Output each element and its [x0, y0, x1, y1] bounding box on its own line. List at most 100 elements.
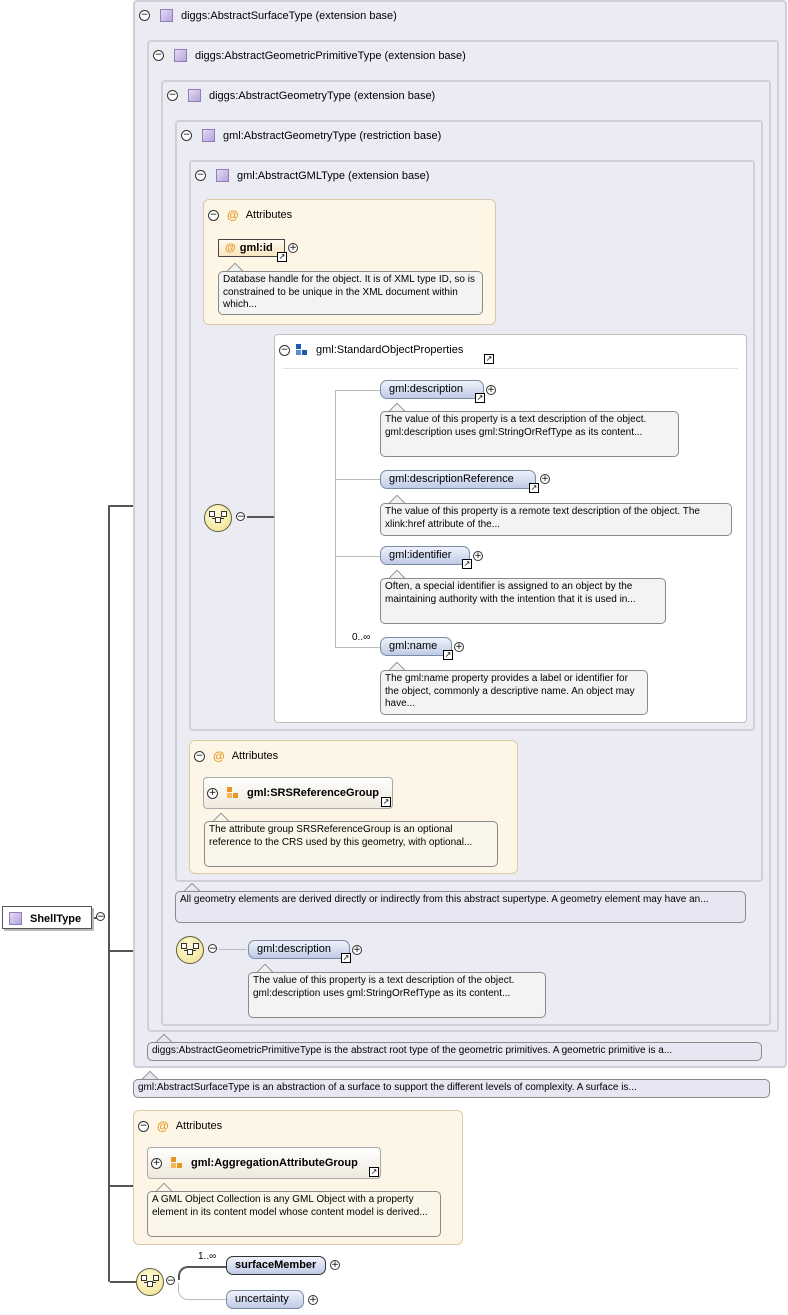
gml-geometry-type-label: gml:AbstractGeometryType (restriction ba…	[223, 129, 442, 142]
collapse-icon[interactable]: −	[194, 750, 205, 762]
gml-description-element[interactable]: gml:description	[380, 380, 484, 399]
expand-icon[interactable]: +	[454, 642, 464, 652]
gml-id-doc: Database handle for the object. It is of…	[218, 271, 483, 315]
gml-type-header[interactable]: − gml:AbstractGMLType (extension base)	[195, 169, 429, 182]
link-arrow-icon[interactable]: ↗	[484, 354, 494, 364]
link-arrow-icon[interactable]: ↗	[462, 559, 472, 569]
expand-icon[interactable]: +	[352, 945, 362, 955]
collapse-icon[interactable]: −	[138, 1120, 149, 1132]
surface-type-doc: gml:AbstractSurfaceType is an abstractio…	[133, 1079, 770, 1098]
sequence-connector	[219, 949, 247, 950]
choice-branch-line	[335, 479, 380, 480]
primitive-type-header[interactable]: − diggs:AbstractGeometricPrimitiveType (…	[153, 49, 466, 62]
complex-type-icon	[9, 912, 22, 925]
link-arrow-icon[interactable]: ↗	[369, 1167, 379, 1177]
attributes-header[interactable]: − @ Attributes	[138, 1119, 222, 1133]
attribute-icon: @	[225, 242, 236, 254]
diggs-geometry-type-label: diggs:AbstractGeometryType (extension ba…	[209, 89, 436, 102]
sequence-compositor-icon[interactable]	[176, 936, 204, 964]
aggregation-attribute-group-label: gml:AggregationAttributeGroup	[191, 1157, 358, 1169]
collapse-icon[interactable]: −	[139, 10, 150, 21]
collapse-icon[interactable]: −	[279, 344, 290, 356]
aggregation-attribute-group-doc: A GML Object Collection is any GML Objec…	[147, 1191, 441, 1237]
standard-object-properties-header[interactable]: − gml:StandardObjectProperties	[279, 344, 463, 356]
gml-geometry-type-header[interactable]: − gml:AbstractGeometryType (restriction …	[181, 129, 441, 142]
diggs-geometry-type-header[interactable]: − diggs:AbstractGeometryType (extension …	[167, 89, 435, 102]
choice-branch-line	[335, 556, 380, 557]
gml-id-attribute[interactable]: @gml:id	[218, 239, 285, 257]
gml-id-label: gml:id	[239, 242, 273, 254]
link-arrow-icon[interactable]: ↗	[381, 797, 391, 807]
sequence-connector	[247, 516, 287, 518]
aggregation-attribute-group[interactable]: + gml:AggregationAttributeGroup	[147, 1147, 381, 1179]
surface-member-element[interactable]: surfaceMember	[226, 1256, 326, 1275]
complex-type-icon	[160, 9, 173, 22]
diggs-description-element[interactable]: gml:description	[248, 940, 350, 959]
primitive-type-doc: diggs:AbstractGeometricPrimitiveType is …	[147, 1042, 762, 1061]
collapse-icon[interactable]: −	[236, 512, 245, 522]
complex-type-icon	[202, 129, 215, 142]
shell-type-node[interactable]: ShellType	[2, 906, 92, 929]
collapse-icon[interactable]: −	[181, 130, 192, 141]
gml-name-cardinality: 0..∞	[352, 632, 371, 643]
attributes-label: Attributes	[175, 1120, 223, 1132]
expand-icon[interactable]: +	[288, 243, 298, 253]
expand-icon[interactable]: +	[473, 551, 483, 561]
standard-object-properties-label: gml:StandardObjectProperties	[316, 344, 464, 356]
expand-icon[interactable]: +	[540, 474, 550, 484]
link-arrow-icon[interactable]: ↗	[475, 393, 485, 403]
expand-icon[interactable]: +	[207, 787, 218, 799]
complex-type-icon	[216, 169, 229, 182]
attribute-group-icon	[227, 787, 239, 799]
shell-sequence-branch	[178, 1266, 226, 1280]
expand-icon[interactable]: +	[308, 1295, 318, 1305]
choice-branch-line	[335, 390, 336, 648]
gml-name-doc: The gml:name property provides a label o…	[380, 670, 648, 715]
gml-geometry-type-doc: All geometry elements are derived direct…	[175, 891, 746, 923]
complex-type-icon	[174, 49, 187, 62]
gml-type-label: gml:AbstractGMLType (extension base)	[237, 169, 430, 182]
attributes-header[interactable]: − @ Attributes	[194, 749, 278, 763]
gml-name-element[interactable]: gml:name	[380, 637, 452, 656]
collapse-icon[interactable]: −	[195, 170, 206, 181]
link-arrow-icon[interactable]: ↗	[341, 953, 351, 963]
srs-reference-group-doc: The attribute group SRSReferenceGroup is…	[204, 821, 498, 867]
link-arrow-icon[interactable]: ↗	[277, 252, 287, 262]
surface-member-cardinality: 1..∞	[198, 1251, 217, 1262]
collapse-icon[interactable]: −	[208, 209, 219, 221]
attributes-header[interactable]: − @ Attributes	[208, 208, 292, 222]
gml-description-reference-doc: The value of this property is a remote t…	[380, 503, 732, 536]
expand-icon[interactable]: +	[486, 385, 496, 395]
gml-description-doc: The value of this property is a text des…	[380, 411, 679, 457]
gml-description-reference-element[interactable]: gml:descriptionReference	[380, 470, 536, 489]
gml-identifier-element[interactable]: gml:identifier	[380, 546, 470, 565]
gml-identifier-doc: Often, a special identifier is assigned …	[380, 578, 666, 624]
shell-type-label: ShellType	[30, 912, 82, 925]
primitive-type-label: diggs:AbstractGeometricPrimitiveType (ex…	[195, 49, 466, 62]
collapse-icon[interactable]: −	[96, 912, 105, 922]
branch-shell-sequence	[110, 1281, 138, 1283]
link-arrow-icon[interactable]: ↗	[529, 483, 539, 493]
attribute-icon: @	[213, 749, 225, 763]
sequence-compositor-icon[interactable]	[136, 1268, 164, 1296]
root-trunk	[108, 505, 110, 1282]
expand-icon[interactable]: +	[330, 1260, 340, 1270]
attribute-group-icon	[171, 1157, 183, 1169]
choice-branch-line	[335, 390, 380, 391]
uncertainty-element[interactable]: uncertainty	[226, 1290, 304, 1309]
choice-branch-line	[335, 647, 380, 648]
branch-attributes	[110, 1185, 138, 1187]
srs-reference-group[interactable]: + gml:SRSReferenceGroup	[203, 777, 393, 809]
surface-type-label: diggs:AbstractSurfaceType (extension bas…	[181, 9, 397, 22]
diggs-description-doc: The value of this property is a text des…	[248, 972, 546, 1018]
sequence-compositor-icon[interactable]	[204, 504, 232, 532]
collapse-icon[interactable]: −	[208, 944, 217, 954]
expand-icon[interactable]: +	[151, 1157, 162, 1169]
collapse-icon[interactable]: −	[166, 1276, 175, 1286]
link-arrow-icon[interactable]: ↗	[443, 650, 453, 660]
element-group-icon	[296, 344, 308, 356]
attribute-icon: @	[227, 208, 239, 222]
collapse-icon[interactable]: −	[167, 90, 178, 101]
collapse-icon[interactable]: −	[153, 50, 164, 61]
surface-type-header[interactable]: − diggs:AbstractSurfaceType (extension b…	[139, 9, 397, 22]
